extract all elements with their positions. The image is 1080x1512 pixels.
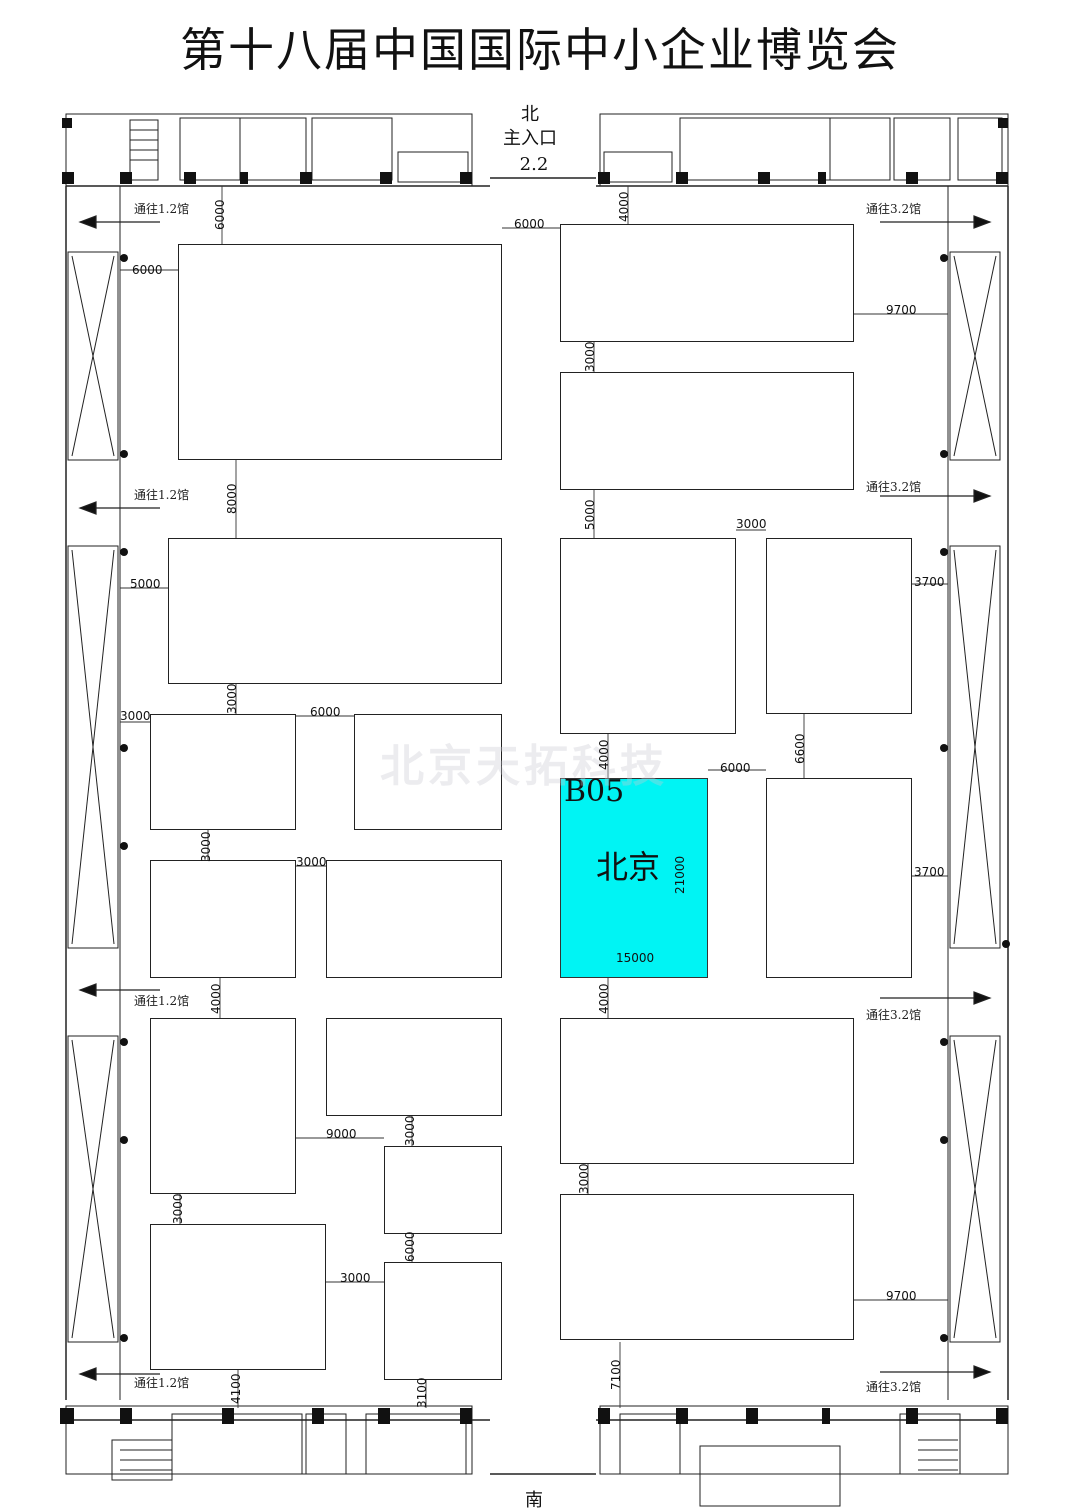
booth[interactable] — [150, 1224, 326, 1370]
dimension-label: 9700 — [886, 303, 917, 317]
dimension-label: 4000 — [209, 983, 223, 1014]
dimension-label: 3000 — [577, 1163, 591, 1194]
dimension-label: 6000 — [720, 761, 751, 775]
dimension-label: 3700 — [914, 865, 945, 879]
dimension-label: 3100 — [415, 1377, 429, 1408]
passage-left-2: 通往1.2馆 — [134, 488, 190, 502]
dimension-label: 5000 — [583, 499, 597, 530]
entrance-label: 主入口 — [503, 128, 557, 149]
booth[interactable] — [384, 1146, 502, 1234]
passage-left-4: 通往1.2馆 — [134, 1376, 190, 1390]
booth-b05-code: B05 — [564, 774, 625, 809]
dimension-label: 3000 — [225, 683, 239, 714]
dimension-label: 3000 — [583, 341, 597, 372]
south-label: 南 — [525, 1490, 543, 1511]
booth[interactable] — [150, 1018, 296, 1194]
dimension-label: 3000 — [736, 517, 767, 531]
booth-b05-width: 15000 — [616, 951, 655, 965]
booth[interactable] — [354, 714, 502, 830]
passage-right-2: 通往3.2馆 — [866, 480, 922, 494]
dimension-label: 6000 — [132, 263, 163, 277]
booth[interactable] — [178, 244, 502, 460]
dimension-label: 6000 — [514, 217, 545, 231]
booth[interactable] — [150, 860, 296, 978]
watermark: 北京天拓科技 — [380, 741, 668, 792]
dimension-label: 4000 — [617, 191, 631, 222]
booth[interactable] — [560, 538, 736, 734]
dimension-label: 4000 — [597, 739, 611, 770]
entrance-gate: 2.2 — [519, 154, 549, 175]
dimension-label: 4000 — [597, 983, 611, 1014]
dimension-label: 9000 — [326, 1127, 357, 1141]
booth[interactable] — [150, 714, 296, 830]
dimension-label: 8000 — [225, 483, 239, 514]
passage-right-3: 通往3.2馆 — [866, 1008, 922, 1022]
dimension-label: 6000 — [310, 705, 341, 719]
booth-b05[interactable] — [560, 778, 708, 978]
booth[interactable] — [560, 1194, 854, 1340]
dimension-label: 9700 — [886, 1289, 917, 1303]
dimension-label: 3700 — [914, 575, 945, 589]
dimension-label: 3000 — [199, 831, 213, 862]
dimension-label: 3000 — [120, 709, 151, 723]
booth[interactable] — [326, 860, 502, 978]
dimension-label: 3000 — [403, 1115, 417, 1146]
booth[interactable] — [560, 372, 854, 490]
booth[interactable] — [326, 1018, 502, 1116]
passage-right-1: 通往3.2馆 — [866, 202, 922, 216]
passage-right-4: 通往3.2馆 — [866, 1380, 922, 1394]
dimension-label: 6000 — [403, 1231, 417, 1262]
entrance-direction: 北 — [521, 104, 539, 125]
dimension-label: 5000 — [130, 577, 161, 591]
booth[interactable] — [168, 538, 502, 684]
booth-b05-depth: 21000 — [673, 855, 687, 894]
booth[interactable] — [766, 538, 912, 714]
booth[interactable] — [384, 1262, 502, 1380]
booth-b05-name: 北京 — [596, 848, 661, 886]
dimension-label: 6600 — [793, 733, 807, 764]
dimension-label: 7100 — [609, 1359, 623, 1390]
booth[interactable] — [560, 1018, 854, 1164]
page-title: 第十八届中国国际中小企业博览会 — [180, 23, 900, 77]
dimension-label: 3000 — [296, 855, 327, 869]
passage-left-1: 通往1.2馆 — [134, 202, 190, 216]
dimension-label: 4100 — [229, 1373, 243, 1404]
booth[interactable] — [766, 778, 912, 978]
booth[interactable] — [560, 224, 854, 342]
passage-left-3: 通往1.2馆 — [134, 994, 190, 1008]
dimension-label: 6000 — [213, 199, 227, 230]
dimension-label: 3000 — [340, 1271, 371, 1285]
dimension-label: 3000 — [171, 1193, 185, 1224]
